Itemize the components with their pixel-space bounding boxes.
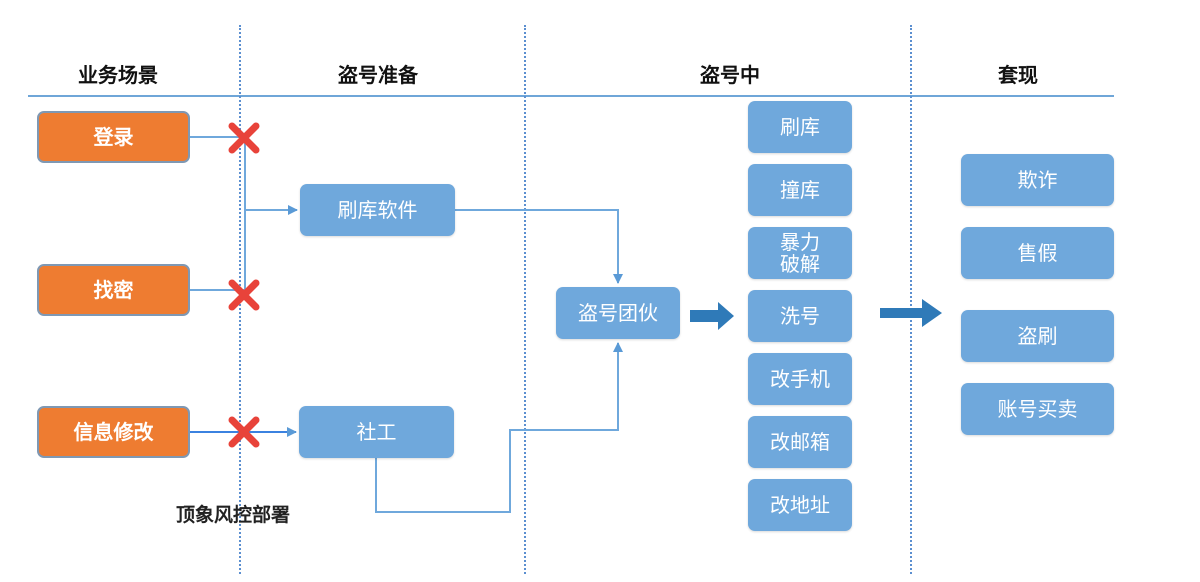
prep-social: 社工 [299, 406, 454, 458]
scenario-info-change: 信息修改 [37, 406, 190, 458]
block-cross-icon [228, 416, 260, 448]
connector-software-gang [455, 209, 623, 284]
during-item: 改手机 [748, 353, 852, 405]
during-item: 洗号 [748, 290, 852, 342]
cashout-item: 售假 [961, 227, 1114, 279]
gang-node: 盗号团伙 [556, 287, 680, 339]
block-cross-icon [228, 122, 260, 154]
header-cashout: 套现 [998, 63, 1038, 87]
connector-social-gang [375, 342, 623, 513]
connector-login [190, 136, 298, 215]
scenario-login: 登录 [37, 111, 190, 163]
header-prep: 盗号准备 [338, 63, 418, 87]
flow-arrow-1 [690, 302, 734, 330]
header-business: 业务场景 [78, 63, 158, 87]
divider-2 [524, 25, 526, 574]
scenario-find-password: 找密 [37, 264, 190, 316]
cashout-item: 账号买卖 [961, 383, 1114, 435]
during-item: 暴力 破解 [748, 227, 852, 279]
header-underline [28, 95, 1114, 97]
prep-software: 刷库软件 [300, 184, 455, 236]
flow-arrow-2 [880, 299, 942, 327]
during-item: 撞库 [748, 164, 852, 216]
cashout-item: 盗刷 [961, 310, 1114, 362]
deployment-label: 顶象风控部署 [176, 504, 291, 526]
during-item: 刷库 [748, 101, 852, 153]
cashout-item: 欺诈 [961, 154, 1114, 206]
during-item: 改邮箱 [748, 416, 852, 468]
header-during: 盗号中 [700, 63, 760, 87]
during-item: 改地址 [748, 479, 852, 531]
block-cross-icon [228, 279, 260, 311]
divider-3 [910, 25, 912, 574]
